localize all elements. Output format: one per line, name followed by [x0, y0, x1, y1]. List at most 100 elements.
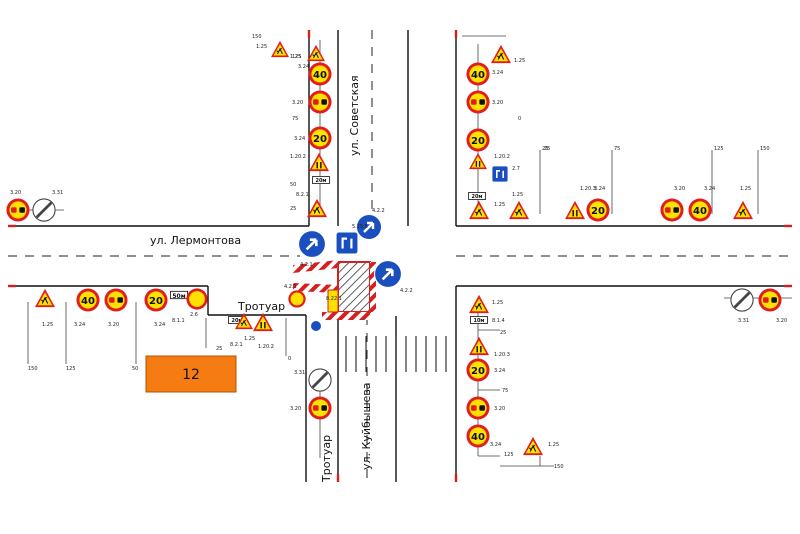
sign-code: 3.31: [52, 190, 63, 196]
sign-code: 3.24: [492, 70, 503, 76]
plate-code: 8.1.1: [172, 318, 185, 324]
sign-distance: 75: [614, 146, 620, 152]
narrowing-sign-icon: [468, 336, 490, 356]
sidewalk-label-left: Тротуар: [237, 300, 285, 313]
no-overtaking-sign-icon: [660, 198, 684, 222]
sign-code: 1.25: [492, 300, 503, 306]
sign-distance: 25: [544, 146, 550, 152]
give-way-sign-icon: [186, 288, 208, 310]
no-overtaking-sign-icon: [6, 198, 30, 222]
speed-limit-value: 40: [471, 70, 485, 81]
warning-sign-icon: [468, 200, 490, 220]
work-zone: [293, 260, 376, 320]
speed-limit-value: 20: [471, 366, 485, 377]
sign-group-upper-right: 1.25 0 40 3.24 3.20 25 20 75 1.20.2 125 …: [462, 35, 770, 220]
sign-code: 3.24: [74, 322, 85, 328]
plate-text: 20м: [471, 194, 482, 200]
speed-limit-value: 20: [591, 206, 605, 217]
lane-sign-icon: [336, 232, 358, 254]
sign-code: 1.25: [512, 192, 523, 198]
warning-sign-icon: [522, 436, 544, 456]
sign-code: 1.25: [290, 54, 301, 60]
sign-distance: 150: [554, 464, 564, 470]
speed-limit-value: 20: [149, 296, 163, 307]
sign-distance: 75: [292, 116, 298, 122]
narrowing-sign-icon: [308, 152, 330, 172]
sign-code: 5.15.5: [352, 224, 368, 230]
warning-sign-icon: [306, 198, 328, 218]
sign-distance: 50: [290, 182, 296, 188]
yield-round-sign-icon: [288, 290, 306, 308]
sign-distance: 150: [28, 366, 38, 372]
warning-sign-icon: [508, 200, 530, 220]
sign-code: 2.7: [512, 166, 520, 172]
sign-code: 1.25: [494, 202, 505, 208]
sign-distance: 0: [288, 356, 291, 362]
sign-distance: 25: [500, 330, 506, 336]
sign-distance: 25: [542, 146, 548, 152]
building-number: 12: [182, 367, 200, 383]
warning-sign-icon: [490, 44, 512, 64]
sign-code: 1.25: [740, 186, 751, 192]
speed-limit-value: 40: [313, 70, 327, 81]
sign-code: 1.20.2: [290, 154, 306, 160]
sign-code: 3.31: [738, 318, 749, 324]
sign-code: 4.2.2: [372, 208, 385, 214]
sign-code: 1.25: [42, 322, 53, 328]
sign-code: 1.20.3: [494, 352, 510, 358]
plate-text: 50м: [172, 293, 185, 300]
sign-code: 3.24: [494, 368, 505, 374]
warning-sign-icon: [270, 40, 290, 58]
warning-sign-icon: [34, 288, 56, 308]
sign-code: 3.20: [108, 322, 119, 328]
sign-distance: 125: [292, 54, 302, 60]
street-name-horizontal: ул. Лермонтова: [150, 234, 241, 247]
speed-limit-value: 20: [313, 134, 327, 145]
sign-code: 2.6: [190, 312, 198, 318]
end-restrictions-sign-icon: [308, 368, 332, 392]
sign-code: 3.31: [294, 370, 305, 376]
sign-code: 3.20: [290, 406, 301, 412]
plate-code: 8.2.1: [230, 342, 243, 348]
road-markings: [8, 30, 792, 482]
red-edge-markers: [8, 30, 792, 482]
sign-group-bottom-left: 1.25 150 40 3.24 125 3.20 50 20 3.24 25 …: [27, 288, 291, 372]
no-overtaking-sign-icon: [308, 90, 332, 114]
road-edges: [8, 30, 792, 482]
end-restrictions-sign-icon: [32, 198, 56, 222]
narrowing-sign-icon: [468, 152, 488, 170]
sign-code: 3.24: [154, 322, 165, 328]
sign-code: 4.2.1: [284, 284, 297, 290]
sign-distance: 75: [502, 388, 508, 394]
building: [145, 355, 237, 393]
sign-code: 4.2.2: [400, 288, 413, 294]
blue-dot-sign: [311, 321, 321, 331]
direction-arrow-sign-icon: [374, 260, 402, 288]
sign-code: 1.25: [256, 44, 267, 50]
sign-group-right: 3.31 3.20: [724, 288, 792, 324]
street-name-vertical-top: ул. Советская: [348, 75, 361, 156]
no-overtaking-sign-icon: [104, 288, 128, 312]
sign-code: 3.20: [674, 186, 685, 192]
warning-sign-icon: [306, 44, 326, 62]
speed-limit-value: 40: [471, 432, 485, 443]
plate-code: 8.2.1: [296, 192, 309, 198]
sign-code: 1.20.2: [494, 154, 510, 160]
no-overtaking-sign-icon: [758, 288, 782, 312]
sign-distance: 50: [132, 366, 138, 372]
warning-sign-icon: [468, 294, 490, 314]
sign-group-left: 3.20 3.31: [6, 190, 64, 222]
direction-arrow-sign-icon: [298, 230, 326, 258]
sign-code: 3.20: [492, 100, 503, 106]
speed-limit-value: 20: [471, 136, 485, 147]
one-way-sign-icon: [492, 166, 508, 182]
sign-code: 3.20: [776, 318, 787, 324]
no-overtaking-sign-icon: [308, 396, 332, 420]
sign-code: 3.24: [294, 136, 305, 142]
sign-code: 3.24: [704, 186, 715, 192]
sign-group-right-row: 1.25 25 1.20.3 20 3.24 3.20 40 3.24 1.25: [508, 146, 759, 222]
sign-group-bottom-right: 1.25 10м 8.1.4 25 1.20.3 20 3.24 75 3.20…: [466, 294, 564, 470]
sign-code: 1.25: [244, 336, 255, 342]
sign-group-center: 4.2.1 4.2.2 5.15.5 4.2.2 8.22.1 4.2.1: [284, 208, 413, 331]
